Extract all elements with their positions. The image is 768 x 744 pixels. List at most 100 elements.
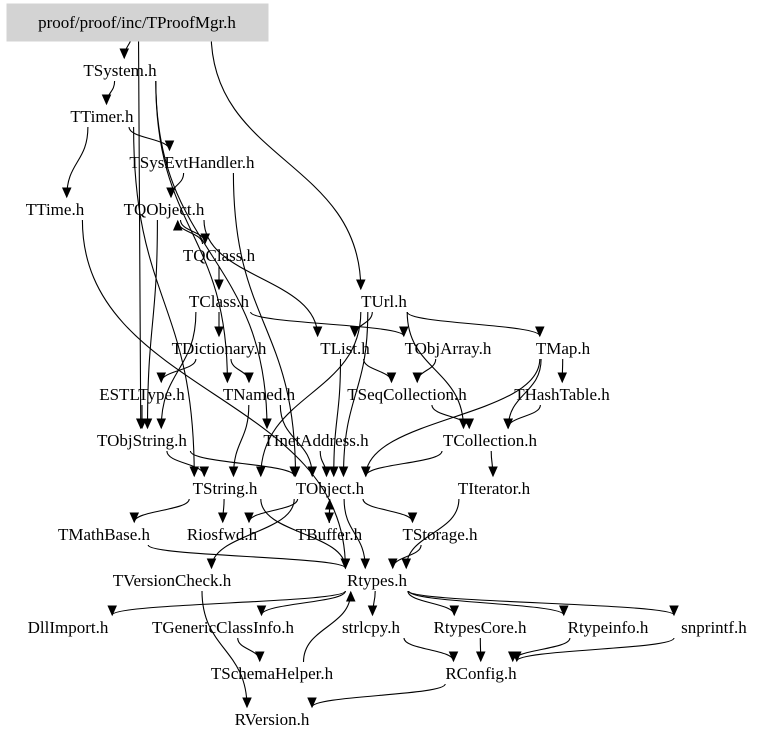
graph-node[interactable]: TObjArray.h xyxy=(405,339,492,358)
arrowhead-icon xyxy=(412,372,423,384)
arrowhead-icon xyxy=(256,466,266,478)
edge-TQObject-to-TObjString xyxy=(146,219,158,429)
node-label: RVersion.h xyxy=(235,710,310,729)
graph-node[interactable]: TTimer.h xyxy=(70,107,134,126)
arrowhead-icon xyxy=(356,279,366,291)
node-label: strlcpy.h xyxy=(342,618,400,637)
graph-node[interactable]: TMap.h xyxy=(536,339,591,358)
graph-node[interactable]: TSysEvtHandler.h xyxy=(129,153,255,172)
graph-node[interactable]: TClass.h xyxy=(189,292,249,311)
root-node[interactable]: proof/proof/inc/TProofMgr.h xyxy=(6,3,269,42)
graph-node[interactable]: Rtypeinfo.h xyxy=(568,618,649,637)
node-label: TStorage.h xyxy=(402,525,478,544)
arrowhead-icon xyxy=(448,651,459,663)
graph-node[interactable]: THashTable.h xyxy=(514,385,610,404)
graph-node[interactable]: RtypesCore.h xyxy=(433,618,527,637)
graph-node[interactable]: TQClass.h xyxy=(183,246,256,265)
edge-TCollection-to-TObject xyxy=(365,450,443,477)
graph-node[interactable]: TCollection.h xyxy=(443,431,537,450)
edge-TObject-to-TVersionCheck xyxy=(210,498,295,569)
arrowhead-icon xyxy=(464,418,475,430)
arrowhead-icon xyxy=(129,512,140,524)
edge-strlcpy-to-RConfig xyxy=(403,637,455,662)
arrowhead-icon xyxy=(669,605,679,617)
node-label: TObjString.h xyxy=(97,431,187,450)
graph-node[interactable]: TVersionCheck.h xyxy=(113,571,232,590)
graph-node[interactable]: TString.h xyxy=(193,479,258,498)
graph-node[interactable]: RVersion.h xyxy=(235,710,310,729)
edge-TVersionCheck-to-RVersion xyxy=(201,590,248,708)
node-label: TSchemaHelper.h xyxy=(211,664,334,683)
graph-node[interactable]: TNamed.h xyxy=(223,385,296,404)
arrowhead-icon xyxy=(107,605,117,617)
arrowhead-icon xyxy=(321,466,332,478)
edge-TList-to-TSeqCollection xyxy=(363,358,393,383)
arrowhead-icon xyxy=(488,466,498,478)
arrowhead-icon xyxy=(242,697,252,709)
graph-node[interactable]: TDictionary.h xyxy=(172,339,267,358)
edge-TMap-to-TCollection xyxy=(507,358,542,429)
node-label: TClass.h xyxy=(189,292,249,311)
edge-TUrl-to-TCollection xyxy=(406,311,465,429)
graph-node[interactable]: TBuffer.h xyxy=(296,525,363,544)
edge-TUrl-to-TMap xyxy=(406,311,541,337)
graph-node[interactable]: TInetAddress.h xyxy=(263,431,369,450)
node-label: TTime.h xyxy=(26,200,85,219)
node-label: RConfig.h xyxy=(445,664,517,683)
graph-node[interactable]: TQObject.h xyxy=(124,200,205,219)
arrowhead-icon xyxy=(328,466,339,478)
graph-node[interactable]: TSystem.h xyxy=(83,61,157,80)
edge-TGenericClassInfo-to-TSchemaHelper xyxy=(237,637,261,662)
graph-node[interactable]: DllImport.h xyxy=(28,618,109,637)
node-label: TQClass.h xyxy=(183,246,256,265)
node-label: TVersionCheck.h xyxy=(113,571,232,590)
edge-TIterator-to-Rtypes xyxy=(405,498,460,569)
graph-node[interactable]: TObject.h xyxy=(296,479,365,498)
arrowhead-icon xyxy=(367,605,378,617)
arrowhead-icon xyxy=(345,590,356,602)
node-label: TQObject.h xyxy=(124,200,205,219)
graph-node[interactable]: strlcpy.h xyxy=(342,618,400,637)
edge-TObject-to-TStorage xyxy=(362,498,414,523)
arrowhead-icon xyxy=(557,372,568,384)
edge-TSysEvtHandler-to-TObject xyxy=(232,172,297,477)
graph-node[interactable]: RConfig.h xyxy=(445,664,517,683)
graph-node[interactable]: TStorage.h xyxy=(402,525,478,544)
edge-TTime-to-Rtypes xyxy=(81,219,346,569)
graph-node[interactable]: snprintf.h xyxy=(681,618,747,637)
arrowhead-icon xyxy=(349,326,360,338)
graph-node[interactable]: TIterator.h xyxy=(458,479,531,498)
node-label: RtypesCore.h xyxy=(433,618,527,637)
graph-node[interactable]: TList.h xyxy=(320,339,370,358)
graph-node[interactable]: TMathBase.h xyxy=(58,525,151,544)
nodes-layer: proof/proof/inc/TProofMgr.hTSystem.hTTim… xyxy=(6,3,747,729)
arrowhead-icon xyxy=(119,48,130,60)
graph-node[interactable]: Riosfwd.h xyxy=(187,525,258,544)
node-label: TUrl.h xyxy=(361,292,407,311)
graph-node[interactable]: TSchemaHelper.h xyxy=(211,664,334,683)
arrowhead-icon xyxy=(535,326,545,338)
graph-node[interactable]: ESTLType.h xyxy=(99,385,185,404)
graph-node[interactable]: TTime.h xyxy=(26,200,85,219)
node-label: TSysEvtHandler.h xyxy=(129,153,255,172)
node-label: TMathBase.h xyxy=(58,525,151,544)
graph-node[interactable]: TGenericClassInfo.h xyxy=(152,618,295,637)
node-label: TObjArray.h xyxy=(405,339,492,358)
graph-node[interactable]: TSeqCollection.h xyxy=(347,385,467,404)
arrowhead-icon xyxy=(214,326,224,338)
graph-node[interactable]: TObjString.h xyxy=(97,431,187,450)
node-label: TTimer.h xyxy=(70,107,134,126)
node-label: ESTLType.h xyxy=(99,385,185,404)
arrowhead-icon xyxy=(206,558,217,570)
edge-TUrl-to-TObject xyxy=(342,311,369,477)
arrowhead-icon xyxy=(222,372,233,384)
node-label: TSeqCollection.h xyxy=(347,385,467,404)
graph-node[interactable]: Rtypes.h xyxy=(347,571,407,590)
edge-Rtypes-to-DllImport xyxy=(111,590,346,616)
arrowhead-icon xyxy=(360,558,371,570)
node-label: proof/proof/inc/TProofMgr.h xyxy=(38,13,236,32)
graph-node[interactable]: TUrl.h xyxy=(361,292,407,311)
arrowhead-icon xyxy=(228,466,239,478)
arrowhead-icon xyxy=(244,372,254,384)
